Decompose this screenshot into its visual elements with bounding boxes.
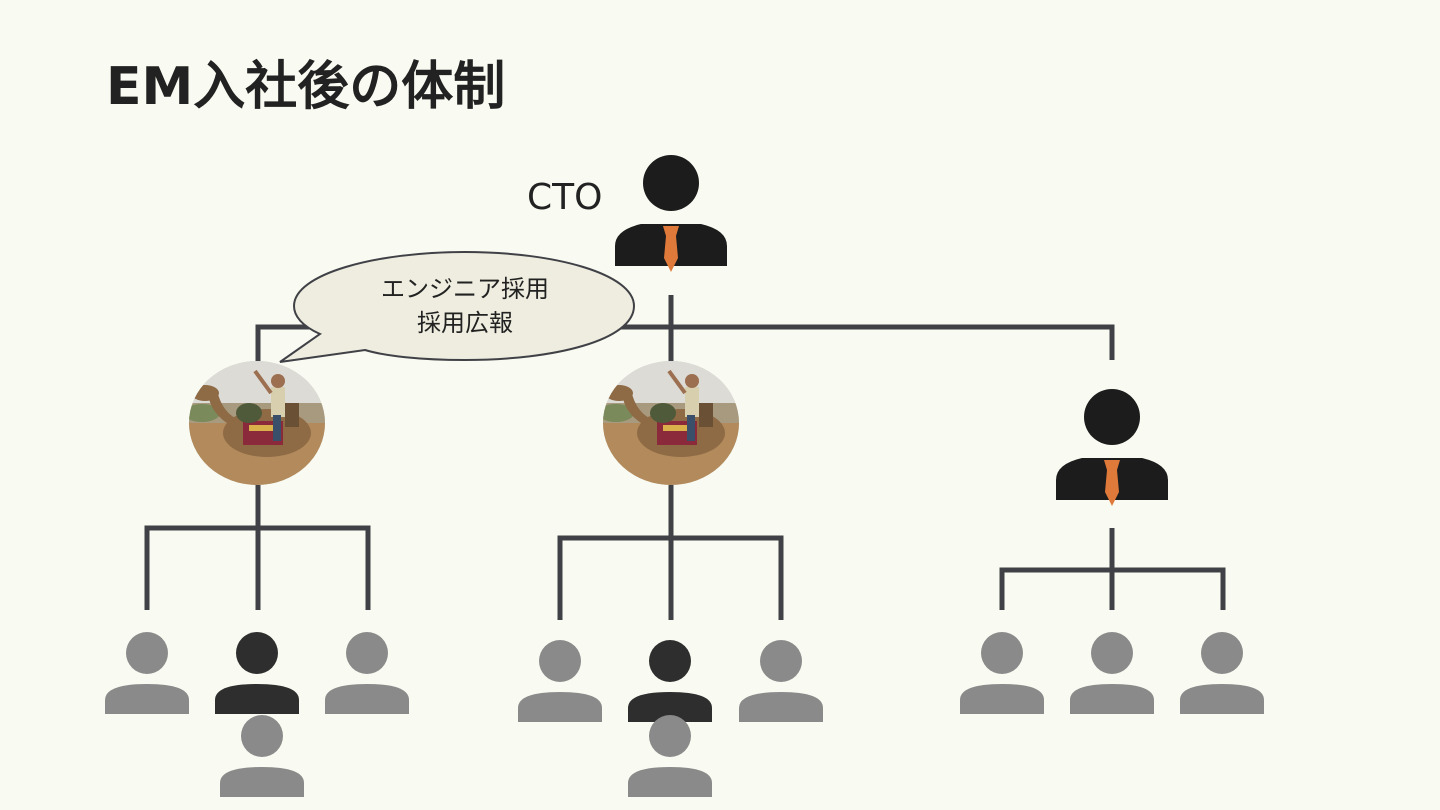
connector-lines	[144, 295, 1226, 620]
member-icon-left-1	[105, 632, 189, 714]
em-photo-middle	[603, 361, 739, 485]
bubble-line-1: エンジニア採用	[381, 275, 549, 303]
speech-bubble	[279, 250, 636, 363]
member-icon-right-1	[960, 632, 1044, 714]
member-icon-right-3	[1180, 632, 1264, 714]
member-icon-middle-4	[628, 715, 712, 797]
member-icon-middle-3	[739, 640, 823, 722]
em-photo-left	[189, 361, 325, 485]
cto-person-icon	[615, 155, 727, 272]
member-icon-left-3	[325, 632, 409, 714]
member-icon-left-4	[220, 715, 304, 797]
leader-person-icon	[1056, 389, 1168, 506]
member-icon-left-2	[215, 632, 299, 714]
bubble-line-2: 採用広報	[417, 309, 513, 337]
member-icon-middle-1	[518, 640, 602, 722]
member-icon-middle-2	[628, 640, 712, 722]
page-title: EM入社後の体制	[106, 57, 506, 117]
member-icon-right-2	[1070, 632, 1154, 714]
speech-bubble-text: エンジニア採用 採用広報	[330, 272, 600, 340]
cto-label: CTO	[527, 177, 603, 218]
